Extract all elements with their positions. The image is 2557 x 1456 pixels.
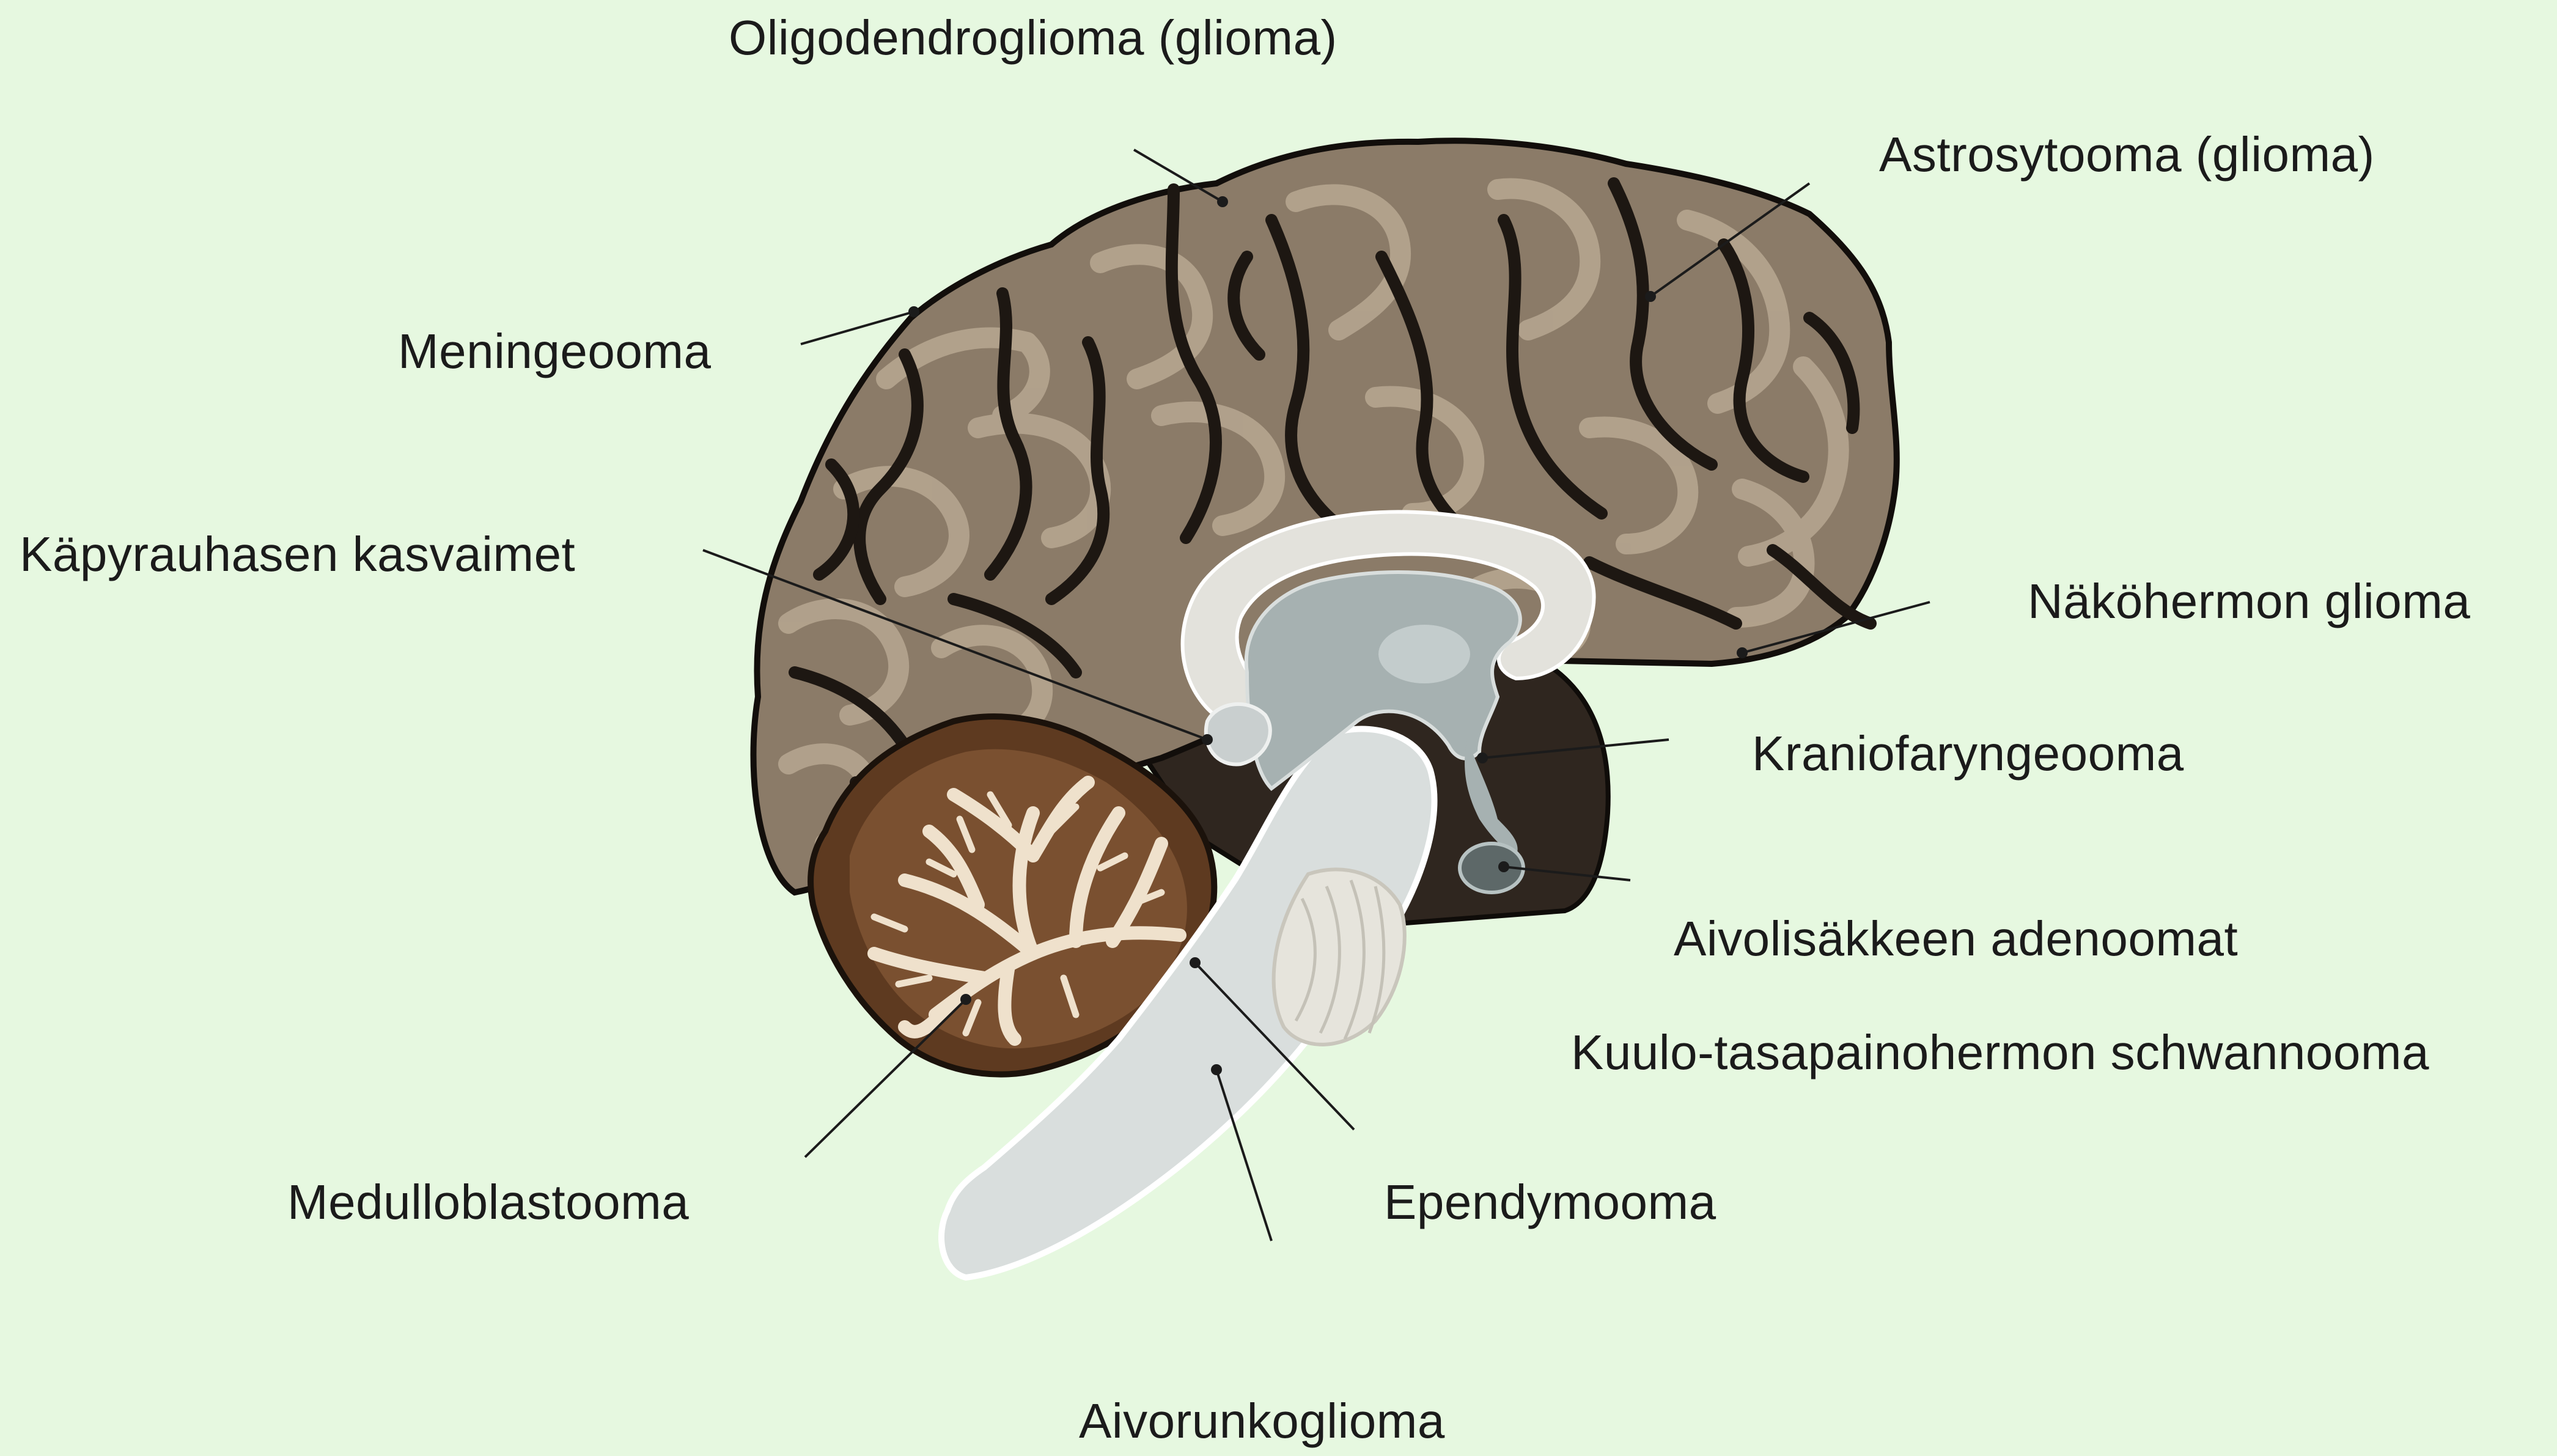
pineal-region bbox=[1206, 704, 1270, 765]
label-oligodendroglioma: Oligodendroglioma (glioma) bbox=[729, 13, 1337, 62]
label-pineal-tumors: Käpyrauhasen kasvaimet bbox=[20, 530, 575, 579]
label-medulloblastoma: Medulloblastooma bbox=[287, 1178, 689, 1227]
label-acoustic-schwannoma: Kuulo-tasapainohermon schwannooma bbox=[1571, 1028, 2429, 1077]
label-craniopharyngioma: Kraniofaryngeooma bbox=[1752, 729, 2184, 778]
label-astrocytoma: Astrosytooma (glioma) bbox=[1879, 130, 2375, 179]
label-optic-glioma: Näköhermon glioma bbox=[2028, 577, 2470, 626]
label-meningioma: Meningeooma bbox=[398, 327, 712, 376]
label-pituitary-adenomas: Aivolisäkkeen adenoomat bbox=[1674, 914, 2238, 963]
label-brainstem-glioma: Aivorunkoglioma bbox=[1079, 1397, 1445, 1446]
thalamus bbox=[1378, 625, 1470, 683]
label-ependymoma: Ependymooma bbox=[1384, 1178, 1716, 1227]
